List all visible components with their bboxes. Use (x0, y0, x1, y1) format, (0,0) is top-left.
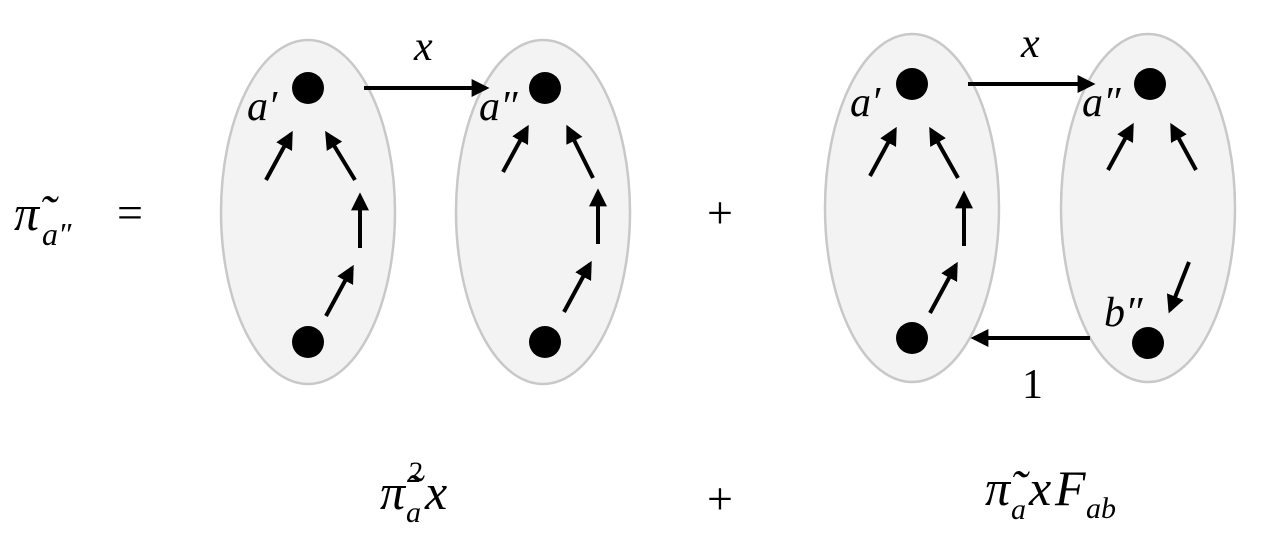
term2-tail-x: x (1028, 460, 1051, 516)
diagram-2: x 1 a′ a″ b″ (823, 21, 1237, 408)
arrow-label-x: x (413, 24, 433, 70)
term2-tail-sub: ab (1086, 492, 1116, 525)
edge-arrow (1166, 261, 1191, 314)
label-a-prime: a′ (850, 80, 881, 126)
edge-arrow (264, 130, 293, 181)
term-2: π̃ a x F ab (985, 460, 1116, 526)
node-bottom-right-1 (529, 326, 561, 358)
arrow-label-one: 1 (1022, 362, 1043, 408)
node-b-double-prime (1132, 327, 1164, 359)
node-a-double-prime-1 (529, 72, 561, 104)
term2-subscript: a (1011, 493, 1026, 526)
edge-arrow (929, 126, 960, 179)
node-a-prime-2 (896, 68, 928, 100)
term2-tail-F: F (1054, 460, 1086, 516)
label-a-double-prime: a″ (479, 84, 518, 130)
label-a-prime: a′ (247, 84, 278, 130)
edge-arrow (868, 126, 897, 177)
edge-arrow (1170, 122, 1198, 171)
plus-sign: + (707, 473, 733, 524)
node-a-prime-1 (292, 72, 324, 104)
cluster-right-1 (454, 38, 632, 386)
edge-arrow (325, 130, 357, 182)
node-bottom-left-2 (896, 322, 928, 354)
label-b-double-prime: b″ (1104, 290, 1143, 336)
plus-sign: + (707, 187, 733, 238)
cluster-left-1 (219, 38, 397, 386)
term1-tail: x (424, 464, 447, 520)
edge-arrow (324, 264, 354, 317)
edge-arrow (562, 260, 592, 313)
label-a-double-prime: a″ (1082, 80, 1121, 126)
arrow-label-x: x (1020, 21, 1040, 67)
edge-arrow (566, 124, 595, 179)
edge-arrow (928, 261, 958, 314)
term1-superscript: 2 (407, 456, 422, 489)
node-bottom-left-1 (292, 326, 324, 358)
cluster-left-2 (823, 32, 1001, 384)
edge-arrow (501, 124, 529, 173)
node-a-double-prime-2 (1134, 68, 1166, 100)
lhs-subscript: a″ (42, 216, 72, 252)
equals-sign: = (117, 187, 143, 238)
diagram-1: x a′ a″ (219, 24, 632, 386)
cluster-right-2 (1059, 32, 1237, 384)
edge-arrow (1106, 122, 1134, 171)
term-1: π̃ 2 a x (380, 456, 447, 529)
term1-subscript: a (406, 496, 421, 529)
